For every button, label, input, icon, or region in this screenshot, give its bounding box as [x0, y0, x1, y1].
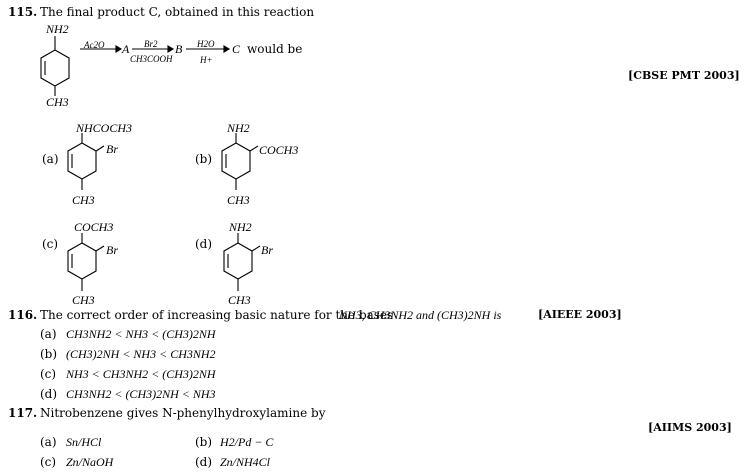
- step1-reagent: Ac2O: [84, 40, 105, 50]
- option-c-bottom: CH3: [72, 293, 95, 307]
- option-text: (CH3)2NH < NH3 < CH3NH2: [66, 347, 216, 361]
- option-a-ring: [67, 133, 105, 190]
- option-label: (d): [40, 387, 58, 401]
- intermediate-B: B: [175, 42, 183, 56]
- option-b-label: (b): [195, 152, 213, 166]
- option-text: NH3 < CH3NH2 < (CH3)2NH: [66, 367, 216, 381]
- option-c-side: Br: [106, 243, 118, 257]
- question-number: 115.: [8, 5, 38, 19]
- arrow-1: [80, 45, 123, 53]
- step3-reagent-top: H2O: [197, 39, 215, 49]
- option-a-bottom: CH3: [72, 193, 95, 207]
- option-label: (c): [40, 455, 57, 469]
- option-b-ring: [221, 133, 259, 190]
- option-a-side: Br: [106, 142, 118, 156]
- product-C: C: [232, 42, 241, 56]
- option-label: (a): [40, 435, 57, 449]
- reactant-benzene-ring: [40, 36, 70, 96]
- step3-reagent-bottom: H+: [200, 55, 213, 65]
- option-text: Sn/HCl: [66, 435, 102, 449]
- option-d-side: Br: [261, 243, 273, 257]
- question-text: The correct order of increasing basic na…: [40, 308, 394, 322]
- question-number: 116.: [8, 308, 38, 322]
- option-text: Zn/NaOH: [66, 455, 114, 469]
- option-text: H2/Pd − C: [220, 435, 274, 449]
- option-label: (b): [195, 435, 213, 449]
- option-label: (b): [40, 347, 58, 361]
- option-b-top: NH2: [227, 121, 250, 135]
- intermediate-A: A: [122, 42, 130, 56]
- option-c-ring: [67, 233, 105, 291]
- option-text: Zn/NH4Cl: [220, 455, 271, 469]
- step2-reagent-bottom: CH3COOH: [130, 54, 173, 64]
- option-label: (c): [40, 367, 57, 381]
- question-text: Nitrobenzene gives N-phenylhydroxylamine…: [40, 406, 326, 420]
- option-d-top: NH2: [229, 220, 252, 234]
- option-b-bottom: CH3: [227, 193, 250, 207]
- question-text: The final product C, obtained in this re…: [40, 5, 315, 19]
- option-label: (d): [195, 455, 213, 469]
- arrow-3: [186, 45, 231, 53]
- reactant-top-group: NH2: [46, 22, 69, 36]
- arrow-2: [132, 45, 175, 53]
- source-tag: [AIEEE 2003]: [538, 308, 622, 321]
- option-a-label: (a): [42, 152, 59, 166]
- option-c-label: (c): [42, 237, 59, 251]
- option-d-label: (d): [195, 237, 213, 251]
- option-c-top: COCH3: [74, 220, 114, 234]
- option-text: CH3NH2 < (CH3)2NH < NH3: [66, 387, 216, 401]
- option-label: (a): [40, 327, 57, 341]
- source-tag: [CBSE PMT 2003]: [628, 69, 740, 82]
- bases-list: NH3, CH3NH2 and (CH3)2NH is: [339, 308, 502, 322]
- question-number: 117.: [8, 406, 38, 420]
- option-d-bottom: CH3: [228, 293, 251, 307]
- reactant-bottom-group: CH3: [46, 95, 69, 109]
- would-be-text: would be: [247, 42, 303, 56]
- option-d-ring: [223, 233, 261, 291]
- option-text: CH3NH2 < NH3 < (CH3)2NH: [66, 327, 216, 341]
- source-tag: [AIIMS 2003]: [648, 421, 732, 434]
- option-b-side: COCH3: [259, 143, 299, 157]
- option-a-top: NHCOCH3: [76, 121, 133, 135]
- step2-reagent-top: Br2: [144, 39, 158, 49]
